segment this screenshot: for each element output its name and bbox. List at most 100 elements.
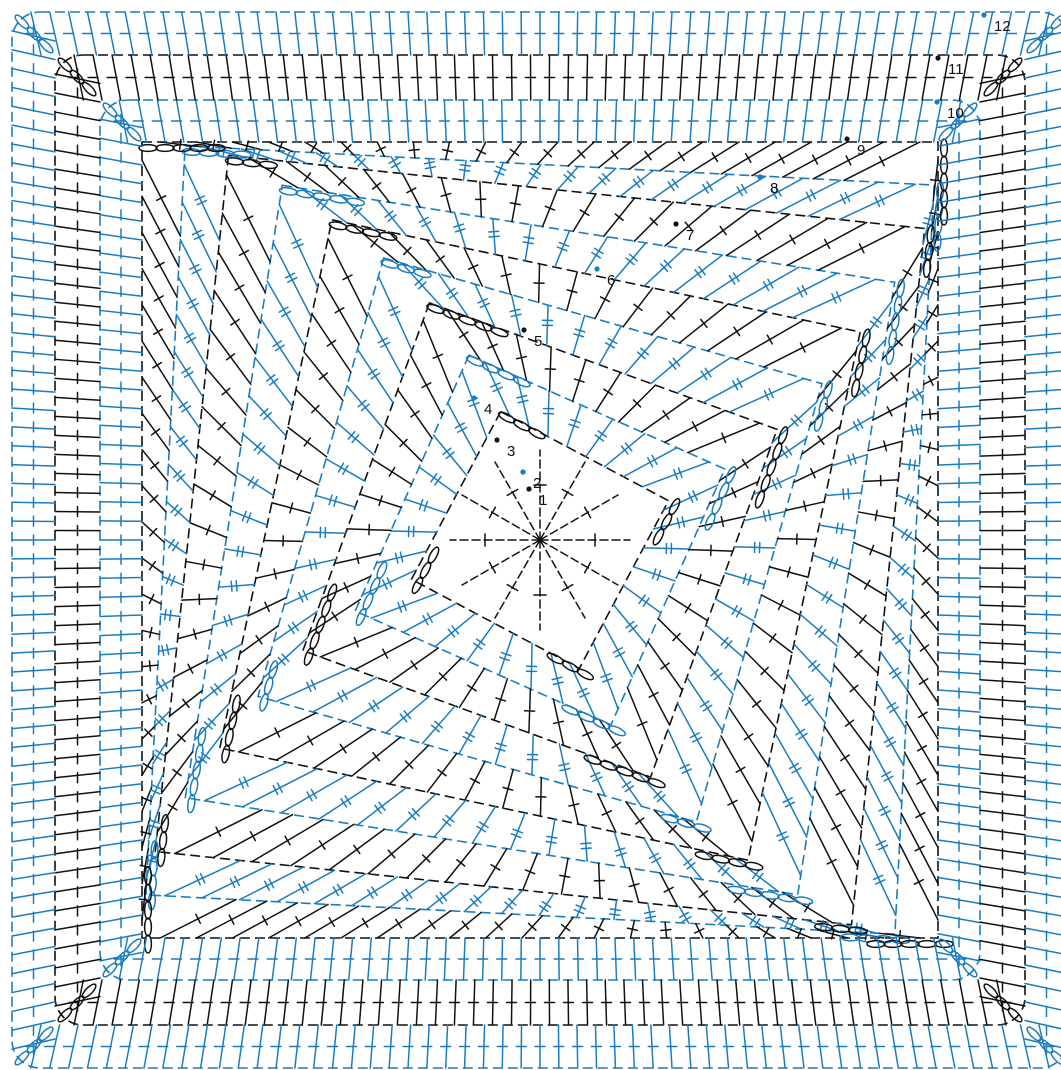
- stitch-bar: [753, 870, 759, 878]
- border-stitch: [587, 55, 588, 100]
- border-stitch: [624, 980, 626, 1025]
- stitch-bar: [612, 742, 620, 748]
- stitch-bar: [477, 826, 485, 831]
- border-stitch: [614, 1025, 616, 1068]
- stitch-bar: [406, 890, 412, 898]
- chain-stitch: [651, 527, 665, 546]
- stitch-bar: [288, 625, 294, 633]
- border-stitch: [980, 568, 1025, 569]
- border-stitch: [1025, 182, 1061, 189]
- stitch-bar: [229, 915, 234, 924]
- stitch-bar: [581, 848, 591, 849]
- stitch-bar: [279, 307, 288, 312]
- round-start-dot: [594, 266, 599, 271]
- stitch-bar: [474, 643, 482, 649]
- stitch-bar: [616, 652, 625, 657]
- center-spoke: [495, 462, 540, 540]
- stitch-bar: [917, 779, 926, 784]
- stitch-bar: [320, 153, 325, 161]
- border-stitch: [55, 643, 100, 645]
- stitch-bar: [764, 282, 769, 291]
- stitch-bar: [372, 887, 377, 895]
- stitch-bar: [321, 202, 327, 210]
- stitch-bar: [311, 143, 316, 152]
- stitch-bar: [893, 634, 901, 640]
- stitch-bar: [338, 463, 343, 472]
- border-stitch: [1025, 799, 1061, 804]
- stitch-bar: [813, 155, 818, 164]
- border-stitch: [1025, 817, 1061, 823]
- stitch-bar: [143, 763, 152, 768]
- stitch-bar: [729, 276, 734, 284]
- stitch-bar: [409, 149, 419, 150]
- stitch-bar: [919, 712, 927, 717]
- stitch-bar: [507, 489, 517, 495]
- border-stitch: [634, 100, 636, 142]
- stitch-bar: [757, 873, 763, 881]
- border-stitch: [502, 938, 503, 980]
- border-stitch: [615, 938, 617, 980]
- stitch-bar: [411, 411, 419, 417]
- round-start-dot: [757, 174, 762, 179]
- stitch-bar: [661, 930, 671, 931]
- round-start-dot: [844, 136, 849, 141]
- stitch-bar: [489, 231, 499, 232]
- border-stitch: [100, 483, 142, 484]
- stitch-bar: [919, 679, 927, 685]
- border-stitch: [100, 634, 142, 636]
- border-stitch: [100, 577, 142, 578]
- stitch-bar: [753, 701, 761, 707]
- stitch-bar: [734, 273, 739, 281]
- stitch-bar: [435, 477, 441, 485]
- stitch-bar: [701, 371, 707, 379]
- stitch-bar: [746, 154, 751, 163]
- border-stitch: [980, 492, 1025, 493]
- border-stitch: [1025, 446, 1061, 448]
- chain-stitch: [161, 814, 170, 833]
- border-stitch: [454, 980, 456, 1025]
- border-stitch: [1025, 370, 1061, 373]
- chain-stitch: [279, 187, 298, 197]
- chain-group: [258, 660, 279, 712]
- stitch-bar: [799, 734, 807, 739]
- border-stitch: [465, 1025, 467, 1068]
- border-stitch: [55, 492, 100, 493]
- round-label-5: 5: [534, 333, 542, 350]
- stitch-bar: [841, 524, 843, 534]
- chain-stitch: [891, 312, 901, 331]
- round-label-1: 1: [539, 492, 547, 509]
- stitch-bar: [179, 402, 187, 408]
- center-spoke: [495, 540, 540, 618]
- stitch-bar: [152, 396, 160, 402]
- chain-stitch: [896, 279, 906, 298]
- chain-stitch: [159, 831, 168, 850]
- stitch-bar: [764, 511, 766, 521]
- stitch-bar: [463, 737, 472, 742]
- stitch-bar: [732, 606, 737, 615]
- border-stitch: [463, 938, 465, 980]
- chain-stitch: [885, 346, 895, 365]
- stitch-bar: [540, 906, 548, 912]
- stitch-bar: [585, 507, 591, 517]
- border-stitch: [12, 502, 55, 503]
- stitch-bar: [712, 153, 717, 161]
- border-stitch: [55, 511, 100, 512]
- stitch-bar: [165, 610, 166, 620]
- stitch-bar: [930, 213, 940, 215]
- stitch-bar: [423, 616, 428, 625]
- border-stitch: [444, 938, 446, 980]
- border-stitch: [632, 12, 634, 55]
- stitch-bar: [460, 332, 468, 338]
- stitch-bar: [431, 474, 437, 482]
- stitch-bar: [887, 703, 895, 708]
- chain-stitch: [765, 458, 778, 477]
- border-stitch: [1025, 762, 1061, 767]
- stitch-bar: [720, 226, 726, 234]
- chain-stitch: [867, 941, 885, 948]
- border-stitch: [1025, 910, 1061, 918]
- border-stitch: [12, 446, 55, 448]
- center-spoke: [462, 540, 540, 585]
- stitch-bar: [226, 354, 234, 360]
- stitch-bar: [411, 661, 417, 669]
- stitch-bar: [661, 663, 669, 669]
